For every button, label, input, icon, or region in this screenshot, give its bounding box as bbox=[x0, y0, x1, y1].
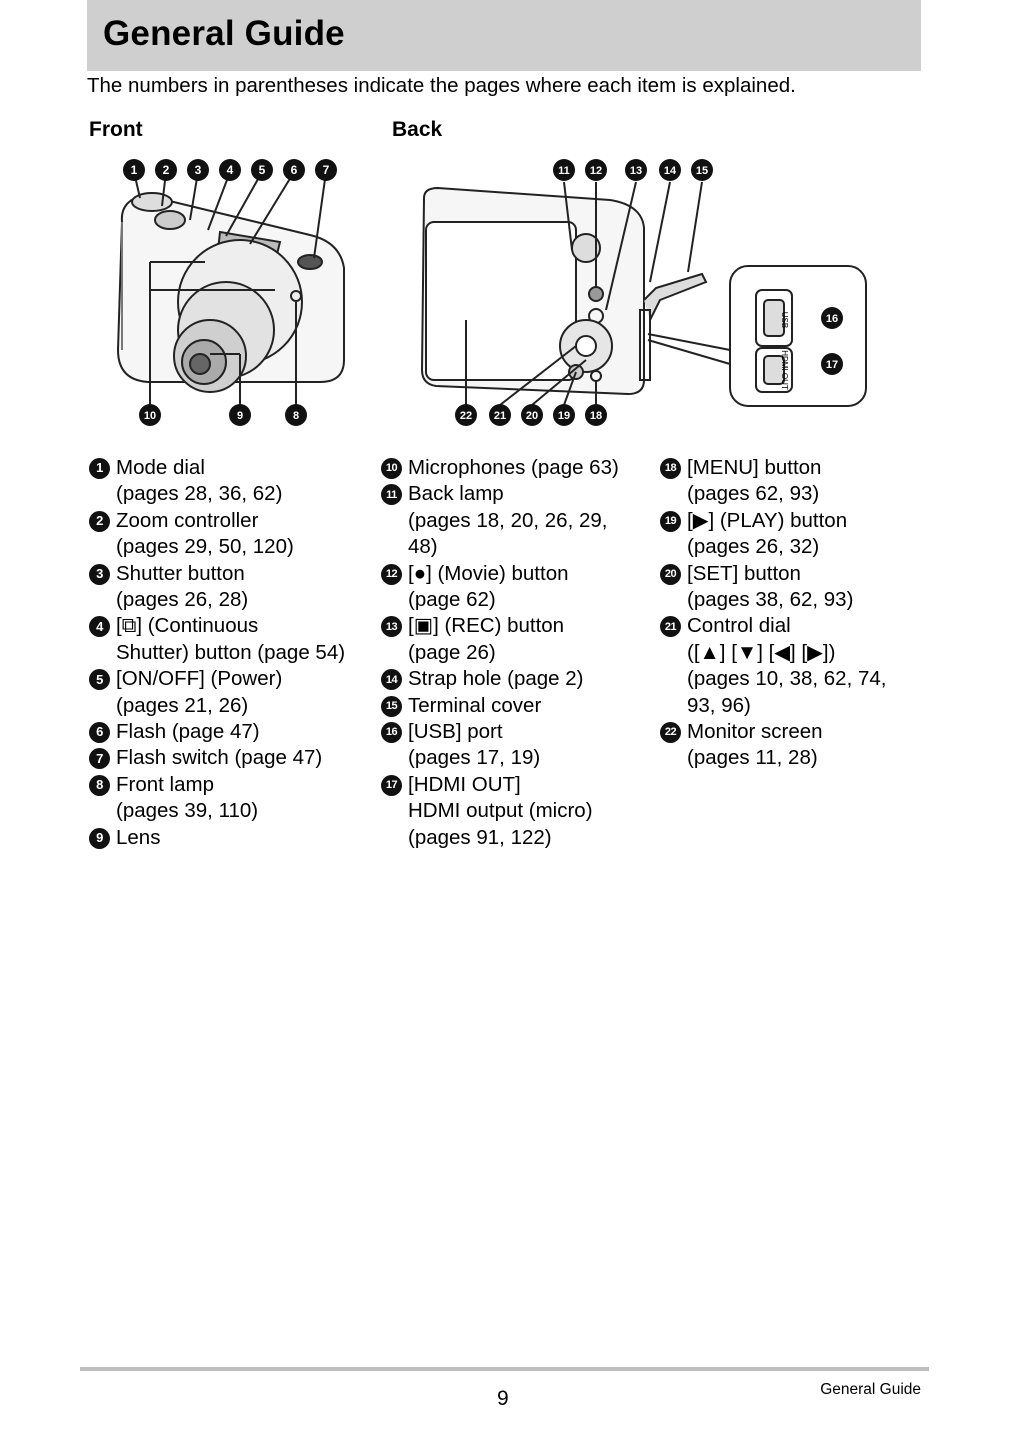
legend-item-13: 13[▣] (REC) button (page 26) bbox=[381, 613, 651, 666]
callout-8: 8 bbox=[285, 404, 307, 426]
svg-text:14: 14 bbox=[664, 165, 677, 177]
svg-text:11: 11 bbox=[558, 165, 570, 177]
svg-text:12: 12 bbox=[590, 165, 602, 177]
svg-text:7: 7 bbox=[323, 163, 330, 177]
legend-item-18: 18[MENU] button (pages 62, 93) bbox=[660, 455, 920, 508]
page-title: General Guide bbox=[103, 14, 345, 53]
callout-18: 18 bbox=[585, 404, 607, 426]
callout-14: 14 bbox=[659, 159, 681, 181]
callout-16: 16 bbox=[821, 307, 843, 329]
svg-text:18: 18 bbox=[590, 410, 602, 422]
callout-2: 2 bbox=[155, 159, 177, 181]
usb-port-label: USB bbox=[780, 312, 789, 328]
title-bar: General Guide bbox=[87, 0, 921, 71]
legend-item-12: 12[●] (Movie) button (page 62) bbox=[381, 561, 651, 614]
svg-text:1: 1 bbox=[131, 163, 138, 177]
svg-text:13: 13 bbox=[630, 165, 642, 177]
callout-9: 9 bbox=[229, 404, 251, 426]
back-view-label: Back bbox=[392, 118, 443, 141]
callout-6: 6 bbox=[283, 159, 305, 181]
callout-10: 10 bbox=[139, 404, 161, 426]
front-view-label: Front bbox=[89, 118, 143, 141]
svg-text:15: 15 bbox=[696, 165, 708, 177]
svg-text:17: 17 bbox=[826, 359, 838, 371]
svg-text:3: 3 bbox=[195, 163, 202, 177]
callout-3: 3 bbox=[187, 159, 209, 181]
legend-item-20: 20[SET] button (pages 38, 62, 93) bbox=[660, 561, 920, 614]
svg-text:21: 21 bbox=[494, 410, 506, 422]
legend-item-5: 5[ON/OFF] (Power) (pages 21, 26) bbox=[89, 666, 369, 719]
callout-20: 20 bbox=[521, 404, 543, 426]
callout-12: 12 bbox=[585, 159, 607, 181]
front-callouts-top: 1 2 3 4 5 6 7 bbox=[123, 159, 337, 181]
callout-1: 1 bbox=[123, 159, 145, 181]
legend-column-3: 18[MENU] button (pages 62, 93) 19[▶] (PL… bbox=[660, 455, 920, 772]
svg-text:8: 8 bbox=[293, 410, 299, 422]
svg-text:6: 6 bbox=[291, 163, 298, 177]
callout-13: 13 bbox=[625, 159, 647, 181]
callout-7: 7 bbox=[315, 159, 337, 181]
callout-11: 11 bbox=[553, 159, 575, 181]
callout-4: 4 bbox=[219, 159, 241, 181]
front-camera-illustration: 1 2 3 4 5 6 7 10 9 8 bbox=[116, 159, 345, 426]
footer-section-title: General Guide bbox=[820, 1381, 921, 1398]
svg-text:16: 16 bbox=[826, 313, 838, 325]
legend-item-4: 4[⧉] (Continuous Shutter) button (page 5… bbox=[89, 613, 369, 666]
svg-text:22: 22 bbox=[460, 410, 472, 422]
svg-text:2: 2 bbox=[163, 163, 170, 177]
callout-21: 21 bbox=[489, 404, 511, 426]
callout-22: 22 bbox=[455, 404, 477, 426]
svg-text:20: 20 bbox=[526, 410, 538, 422]
svg-text:10: 10 bbox=[144, 410, 156, 422]
callout-5: 5 bbox=[251, 159, 273, 181]
svg-text:5: 5 bbox=[259, 163, 266, 177]
svg-text:9: 9 bbox=[237, 410, 243, 422]
callout-15: 15 bbox=[691, 159, 713, 181]
legend-item-19: 19[▶] (PLAY) button (pages 26, 32) bbox=[660, 508, 920, 561]
page-number: 9 bbox=[497, 1387, 509, 1410]
legend-item-17: 17[HDMI OUT] HDMI output (micro) (pages … bbox=[381, 772, 651, 851]
svg-text:19: 19 bbox=[558, 410, 570, 422]
back-camera-illustration: USB HDMI OUT 11 12 13 14 15 22 21 20 19 … bbox=[420, 159, 867, 426]
callout-17: 17 bbox=[821, 353, 843, 375]
svg-text:4: 4 bbox=[227, 163, 234, 177]
intro-text: The numbers in parentheses indicate the … bbox=[87, 74, 796, 97]
legend-item-16: 16[USB] port (pages 17, 19) bbox=[381, 719, 651, 772]
footer-divider bbox=[80, 1367, 929, 1371]
hdmi-port-label: HDMI OUT bbox=[780, 350, 789, 390]
callout-19: 19 bbox=[553, 404, 575, 426]
front-callouts-bottom: 10 9 8 bbox=[139, 404, 307, 426]
back-callouts: 11 12 13 14 15 22 21 20 19 18 16 17 bbox=[455, 159, 843, 426]
